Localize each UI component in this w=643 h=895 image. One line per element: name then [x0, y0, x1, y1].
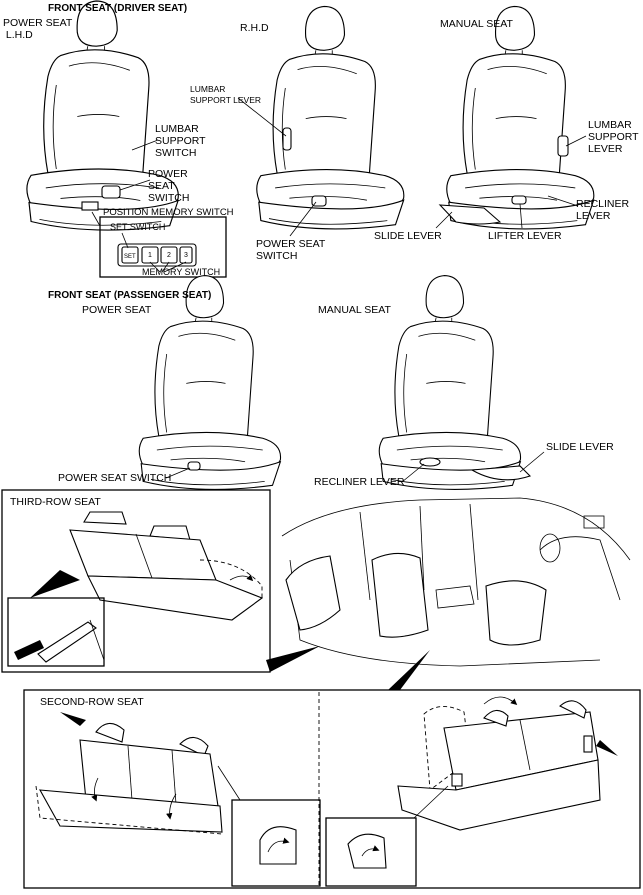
driver-slide-lever-label: SLIDE LEVER [374, 230, 442, 242]
lifter-lever-label: LIFTER LEVER [488, 230, 562, 242]
lumbar-support-lever-manual-label: LUMBAR SUPPORT LEVER [588, 119, 639, 155]
set-key-label: SET [124, 254, 136, 260]
passenger-manual-seat-illustration [378, 275, 522, 490]
passenger-recliner-lever-label: RECLINER LEVER [314, 476, 405, 488]
second-row-seat-heading: SECOND-ROW SEAT [40, 696, 144, 708]
driver-power-seat-switch-label: POWER SEAT SWITCH [148, 168, 190, 204]
memory-key-1: 1 [148, 252, 152, 259]
lumbar-support-switch-label: LUMBAR SUPPORT SWITCH [155, 123, 206, 159]
passenger-power-seat-label: POWER SEAT [82, 304, 152, 316]
passenger-manual-seat-label: MANUAL SEAT [318, 304, 391, 316]
memory-key-2: 2 [167, 252, 171, 259]
passenger-seat-heading: FRONT SEAT (PASSENGER SEAT) [48, 290, 212, 301]
set-switch-label: SET SWITCH [110, 222, 166, 232]
driver-recliner-lever-label: RECLINER LEVER [576, 198, 630, 222]
driver-power-seat-lhd-label: POWER SEAT L.H.D [3, 17, 73, 41]
driver-rhd-seat-illustration [256, 5, 405, 230]
power-seat-switch-rhd-label: POWER SEAT SWITCH [256, 238, 326, 262]
passenger-power-seat-switch-label: POWER SEAT SWITCH [58, 472, 172, 484]
memory-switch-label: MEMORY SWITCH [142, 267, 221, 277]
position-memory-switch-label: POSITION MEMORY SWITCH [103, 207, 234, 218]
lumbar-support-lever-rhd-label: LUMBAR SUPPORT LEVER [190, 84, 262, 105]
driver-seat-heading: FRONT SEAT (DRIVER SEAT) [48, 3, 188, 14]
passenger-power-seat-illustration [138, 275, 282, 490]
driver-manual-seat-label: MANUAL SEAT [440, 18, 513, 30]
driver-rhd-label: R.H.D [240, 22, 269, 34]
memory-key-3: 3 [184, 252, 188, 259]
passenger-slide-lever-label: SLIDE LEVER [546, 441, 614, 453]
third-row-seat-heading: THIRD-ROW SEAT [10, 496, 101, 508]
